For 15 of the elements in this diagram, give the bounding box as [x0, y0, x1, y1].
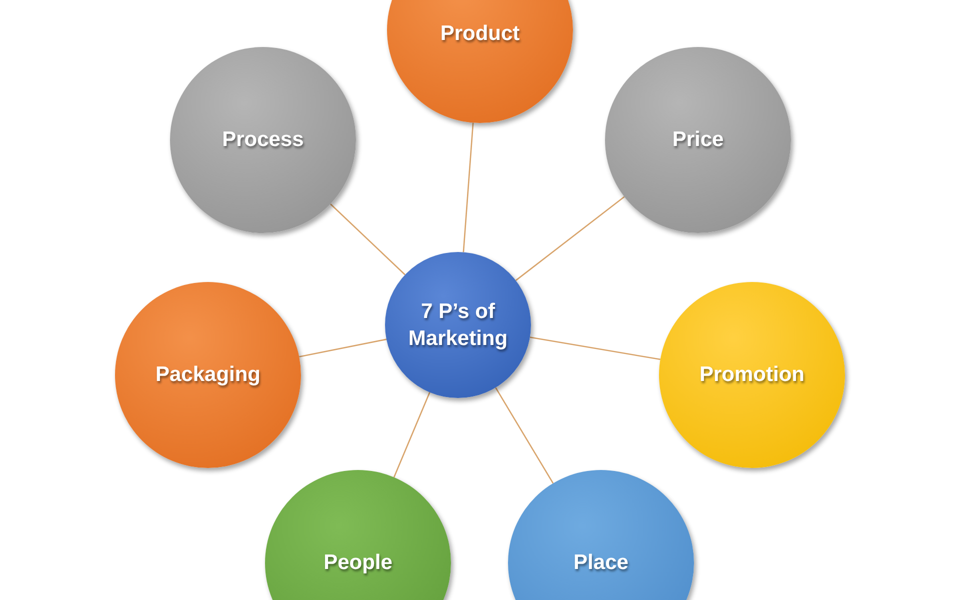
node-label: Place	[572, 550, 630, 576]
connector-line	[462, 122, 474, 252]
node-label: Product	[439, 21, 521, 48]
node-label: Promotion	[698, 362, 806, 388]
connector-line	[299, 338, 387, 358]
connector-line	[495, 387, 554, 484]
connector-line	[515, 196, 625, 281]
connector-line	[530, 336, 660, 360]
node-label: Packaging	[154, 362, 262, 388]
node-label: 7 P’s of Marketing	[407, 298, 509, 352]
node-label: Process	[221, 127, 305, 154]
connector-line	[330, 204, 406, 276]
connector-line	[393, 392, 430, 478]
node-label: People	[322, 550, 394, 576]
node-label: Price	[671, 127, 725, 154]
